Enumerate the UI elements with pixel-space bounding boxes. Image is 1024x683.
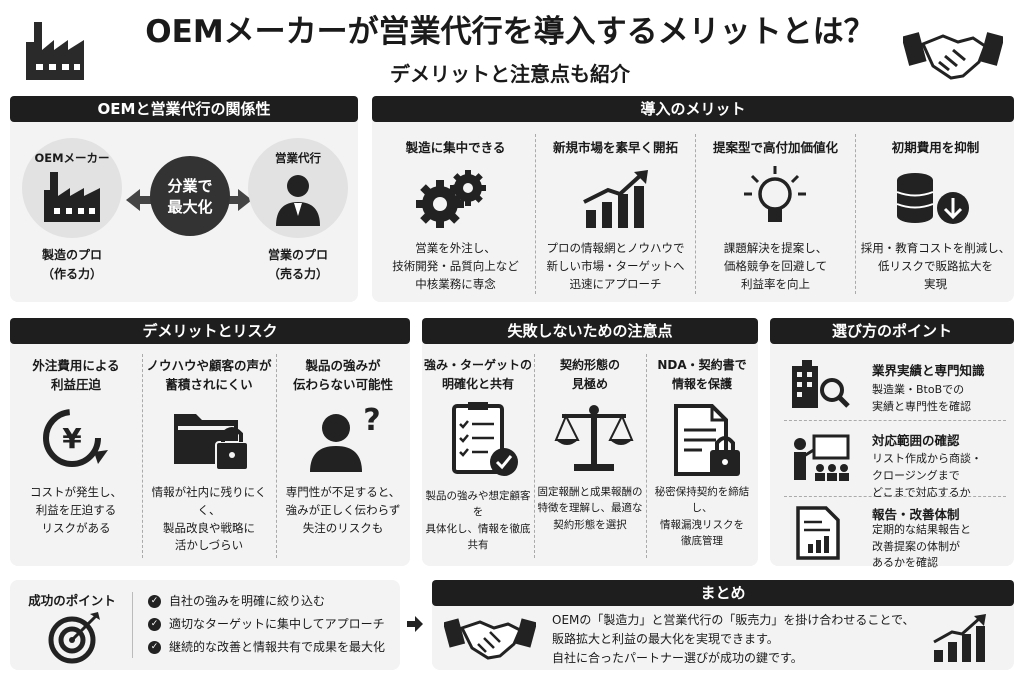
gears-icon — [416, 170, 486, 228]
merit-desc: プロの情報網とノウハウで新しい市場・ターゲットへ迅速にアプローチ — [546, 241, 685, 291]
presenter-icon — [794, 434, 850, 481]
success-list: ✓自社の強みを明確に絞り込む ✓適切なターゲットに集中してアプローチ ✓継続的な… — [148, 590, 385, 659]
cautions-heading: 失敗しないための注意点 — [422, 318, 758, 344]
handshake-small-icon — [444, 618, 536, 660]
division-text: 分業で 最大化 — [167, 177, 213, 216]
merit-title: 新規市場を素早く開拓 — [552, 140, 678, 155]
success-item: ✓自社の強みを明確に絞り込む — [148, 590, 385, 613]
selection-title: 業界実績と専門知識 — [872, 363, 985, 378]
selection-desc: リスト作成から商談・クロージングまでどこまで対応するか — [872, 452, 982, 500]
caution-desc: 製品の強みや想定顧客を具体化し、情報を徹底共有 — [425, 490, 531, 551]
relation-heading: OEMと営業代行の関係性 — [10, 96, 358, 122]
confused-person-icon: ? — [310, 403, 381, 472]
sales-caption: 営業のプロ （売る力） — [267, 248, 328, 281]
selection-desc: 定期的な結果報告と改善提案の体制があるかを確認 — [872, 523, 971, 569]
risk-desc: 専門性が不足すると、強みが正しく伝わらず失注のリスクも — [285, 485, 401, 535]
factory-small-icon — [44, 172, 100, 222]
locked-folder-icon — [174, 414, 249, 471]
oem-label: OEMメーカー — [34, 151, 110, 165]
selection-title: 報告・改善体制 — [872, 507, 960, 522]
summary-heading: まとめ — [432, 580, 1014, 606]
merit-title: 初期費用を抑制 — [891, 140, 980, 155]
risk-desc: 情報が社内に残りにくく、製品改良や戦略に活かしづらい — [151, 485, 267, 553]
check-icon: ✓ — [148, 618, 161, 631]
target-icon — [48, 612, 100, 664]
merit-desc: 課題解決を提案し、価格競争を回避して利益率を向上 — [723, 241, 828, 291]
risk-title: 製品の強みが伝わらない可能性 — [292, 358, 393, 393]
arrow-right-icon — [407, 616, 423, 632]
caution-title: 強み・ターゲットの明確化と共有 — [424, 358, 533, 391]
caution-title: 契約形態の見極め — [559, 358, 620, 391]
risk-title: 外注費用による利益圧迫 — [32, 358, 120, 393]
success-panel — [10, 580, 400, 670]
building-search-icon — [792, 360, 850, 408]
risk-desc: コストが発生し、利益を圧迫するリスクがある — [30, 485, 122, 535]
locked-document-icon — [674, 404, 740, 476]
lightbulb-icon — [744, 166, 806, 222]
checklist-icon — [452, 402, 518, 476]
oem-caption: 製造のプロ （作る力） — [41, 248, 102, 281]
svg-text:?: ? — [363, 403, 380, 438]
success-heading: 成功のポイント — [28, 593, 116, 608]
selection-heading: 選び方のポイント — [770, 318, 1014, 344]
success-item: ✓適切なターゲットに集中してアプローチ — [148, 613, 385, 636]
coins-down-icon — [896, 173, 969, 224]
caution-desc: 秘密保持契約を締結し、情報漏洩リスクを徹底管理 — [654, 486, 750, 547]
svg-text:¥: ¥ — [62, 422, 82, 455]
risks-heading: デメリットとリスク — [10, 318, 410, 344]
businessman-icon — [276, 175, 320, 226]
division-badge — [150, 156, 230, 236]
merit-title: 提案型で高付加価値化 — [712, 140, 838, 155]
merit-desc: 営業を外注し、技術開発・品質向上など中核業務に専念 — [392, 241, 519, 291]
summary-text: OEMの「製造力」と営業代行の「販売力」を掛け合わせることで、 販路拡大と利益の… — [552, 613, 915, 666]
page-subtitle: デメリットと注意点も紹介 — [390, 62, 630, 86]
risk-title: ノウハウや顧客の声が蓄積されにくい — [146, 358, 272, 393]
merits-heading: 導入のメリット — [372, 96, 1014, 122]
handshake-icon — [903, 32, 1003, 80]
check-icon: ✓ — [148, 641, 161, 654]
yen-cycle-icon: ¥ — [43, 409, 108, 467]
page-title: OEMメーカーが営業代行を導入するメリットとは？ — [145, 14, 875, 50]
growth-chart-icon — [583, 170, 648, 228]
check-icon: ✓ — [148, 595, 161, 608]
growth-bars-icon — [933, 614, 986, 662]
scale-icon — [554, 405, 634, 471]
report-icon — [796, 506, 840, 560]
factory-icon — [26, 22, 84, 80]
merit-title: 製造に集中できる — [405, 140, 506, 155]
sales-label: 営業代行 — [275, 151, 321, 165]
selection-title: 対応範囲の確認 — [872, 433, 960, 448]
success-item: ✓継続的な改善と情報共有で成果を最大化 — [148, 636, 385, 659]
caution-desc: 固定報酬と成果報酬の特徴を理解し、最適な契約形態を選択 — [537, 486, 643, 531]
caution-title: NDA・契約書で情報を保護 — [657, 358, 747, 391]
merit-desc: 採用・教育コストを削減し、低リスクで販路拡大を実現 — [860, 241, 1011, 291]
selection-desc: 製造業・BtoBでの実績と専門性を確認 — [872, 383, 971, 414]
